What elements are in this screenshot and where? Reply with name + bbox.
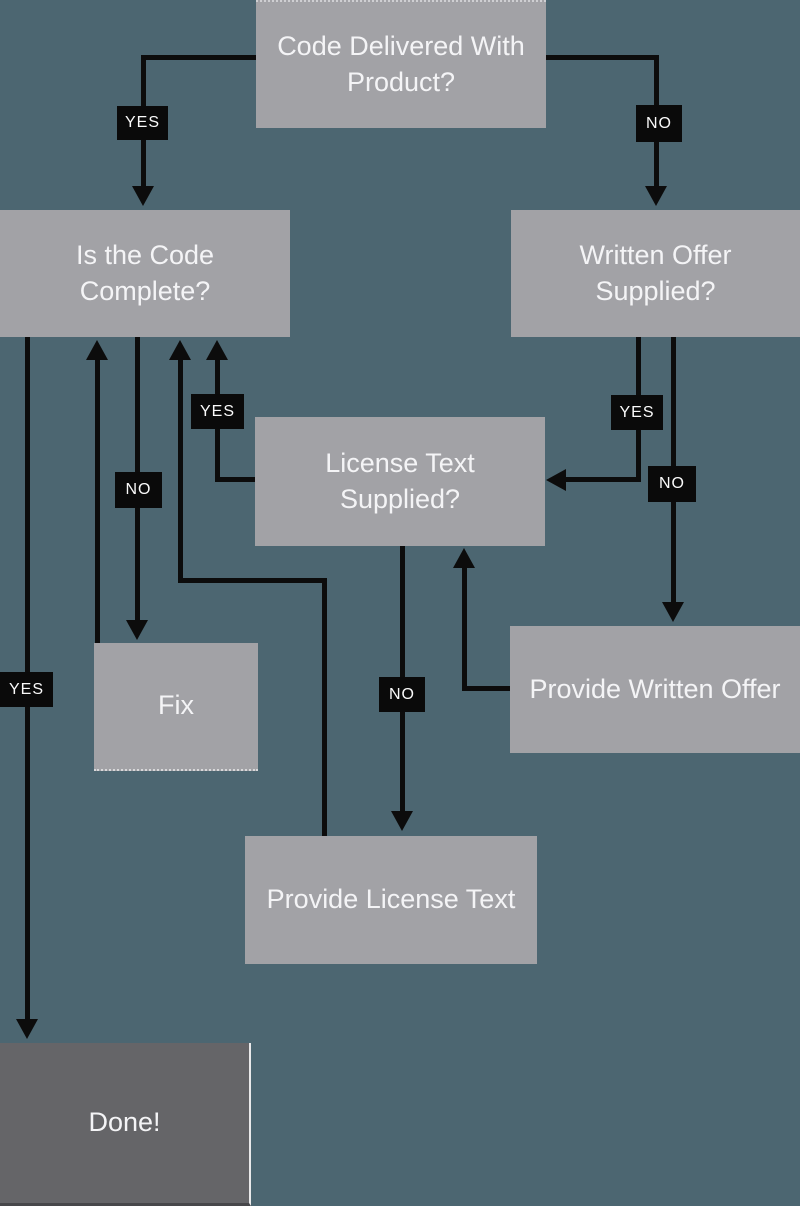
edge-offer-yes-hline xyxy=(562,477,641,482)
arrowhead-up-icon xyxy=(206,340,228,360)
arrowhead-down-icon xyxy=(662,602,684,622)
arrowhead-up-icon xyxy=(169,340,191,360)
node-done: Done! xyxy=(0,1043,251,1206)
edge-label-license-yes: YES xyxy=(191,394,244,429)
arrowhead-down-icon xyxy=(16,1019,38,1039)
node-provide-written-offer: Provide Written Offer xyxy=(510,626,800,753)
node-code-delivered: Code Delivered With Product? xyxy=(256,0,546,128)
edge-label-complete-no: NO xyxy=(115,472,162,508)
arrowhead-up-icon xyxy=(453,548,475,568)
node-provide-license-text: Provide License Text xyxy=(245,836,537,964)
edge-label-offer-yes: YES xyxy=(611,395,663,430)
edge-plt-return-hline xyxy=(178,578,327,583)
edge-license-yes-hline xyxy=(215,477,260,482)
arrowhead-down-icon xyxy=(126,620,148,640)
arrowhead-left-icon xyxy=(546,469,566,491)
edge-plt-return-vline2 xyxy=(178,358,183,583)
edge-label-delivered-yes: YES xyxy=(117,106,168,140)
edge-label-license-no: NO xyxy=(379,677,425,712)
edge-label-delivered-no: NO xyxy=(636,105,682,142)
edge-fix-return-vline xyxy=(95,358,100,643)
arrowhead-down-icon xyxy=(132,186,154,206)
node-written-offer: Written Offer Supplied? xyxy=(511,210,800,337)
edge-delivered-no-hline xyxy=(544,55,659,60)
edge-pwo-return-hline xyxy=(462,686,510,691)
node-code-complete: Is the Code Complete? xyxy=(0,210,290,337)
node-license-text: License Text Supplied? xyxy=(255,417,545,546)
edge-pwo-return-vline xyxy=(462,566,467,691)
arrowhead-up-icon xyxy=(86,340,108,360)
edge-plt-return-vline1 xyxy=(322,580,327,836)
arrowhead-down-icon xyxy=(391,811,413,831)
arrowhead-down-icon xyxy=(645,186,667,206)
edge-label-offer-no: NO xyxy=(648,466,696,502)
edge-label-complete-yes: YES xyxy=(0,672,53,707)
edge-delivered-yes-hline xyxy=(141,55,261,60)
node-fix: Fix xyxy=(94,643,258,771)
